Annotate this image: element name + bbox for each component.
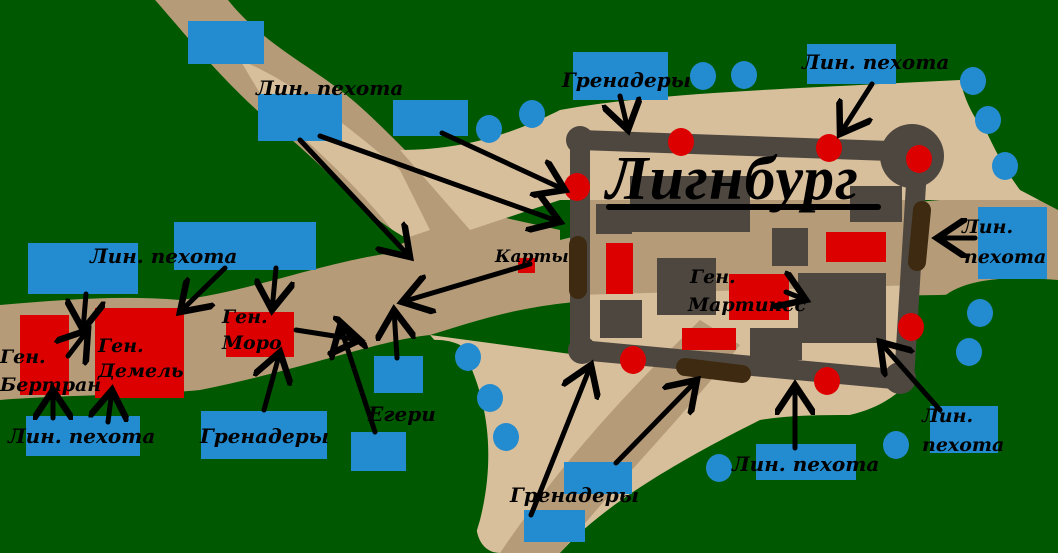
wall-breach-east	[908, 201, 931, 271]
label-grenadiers-bottom: Гренадеры	[510, 483, 640, 507]
allied-unit[interactable]	[393, 100, 468, 136]
allied-unit-line-infantry[interactable]	[807, 44, 896, 84]
allied-unit-jaegers[interactable]	[351, 432, 406, 471]
label-line-infantry-right-2: пехота	[964, 246, 1047, 268]
label-line-infantry-bottomright-2: пехота	[922, 434, 1005, 456]
allied-unit-jaegers[interactable]	[374, 356, 423, 393]
label-gen-moro-2: Моро	[222, 332, 282, 354]
allied-unit-line-infantry[interactable]	[28, 243, 138, 294]
label-grenadiers-top: Гренадеры	[562, 68, 692, 92]
allied-unit-line-infantry[interactable]	[756, 444, 856, 480]
allied-unit-line-infantry[interactable]	[26, 416, 140, 456]
label-line-infantry-bottomright-1: Лин.	[922, 405, 974, 427]
wall-tower-sw	[568, 336, 596, 364]
label-gen-bertran-1: Ген.	[0, 346, 46, 368]
allied-unit-line-infantry[interactable]	[978, 207, 1047, 279]
allied-unit[interactable]	[174, 222, 316, 270]
allied-skirmisher[interactable]	[883, 431, 909, 459]
building	[798, 273, 886, 343]
wall-defender[interactable]	[898, 313, 924, 341]
allied-skirmisher[interactable]	[967, 299, 993, 327]
label-line-infantry-top: Лин. пехота	[256, 76, 404, 100]
city-title: Лигнбург	[606, 145, 860, 213]
allied-skirmisher[interactable]	[975, 106, 1001, 134]
label-cards: Карты	[495, 247, 569, 267]
allied-unit-line-infantry[interactable]	[930, 406, 998, 453]
allied-skirmisher[interactable]	[956, 338, 982, 366]
city-title-underline	[606, 204, 881, 210]
building	[600, 300, 642, 338]
allied-skirmisher[interactable]	[690, 62, 716, 90]
allied-unit[interactable]	[188, 21, 264, 64]
label-gen-martines-2: Мартинес	[688, 294, 807, 316]
enemy-unit-city[interactable]	[606, 243, 633, 294]
road-northwest	[155, 0, 560, 262]
building	[750, 328, 802, 360]
allied-skirmisher[interactable]	[960, 67, 986, 95]
wall-tower-nw	[566, 126, 594, 154]
forest-northeast	[950, 0, 1058, 210]
label-gen-bertran-2: Бертран	[0, 374, 102, 396]
label-jaegers: Егери	[368, 402, 436, 426]
allied-unit[interactable]	[524, 510, 585, 542]
label-gen-moro-1: Ген.	[222, 306, 268, 328]
label-grenadiers-left: Гренадеры	[200, 424, 330, 448]
allied-skirmisher[interactable]	[455, 343, 481, 371]
building	[772, 228, 808, 266]
allied-skirmisher[interactable]	[477, 384, 503, 412]
allied-skirmisher[interactable]	[476, 115, 502, 143]
allied-skirmisher[interactable]	[493, 423, 519, 451]
wall-defender[interactable]	[620, 346, 646, 374]
label-gen-martines-1: Ген.	[690, 266, 736, 288]
wall-tower-se	[884, 362, 916, 394]
allied-unit-grenadiers[interactable]	[201, 411, 327, 459]
enemy-unit-city[interactable]	[826, 232, 886, 262]
allied-skirmisher[interactable]	[992, 152, 1018, 180]
wall-defender[interactable]	[564, 173, 590, 201]
label-line-infantry-left: Лин. пехота	[90, 244, 238, 268]
enemy-unit-gen-demel[interactable]	[95, 308, 184, 398]
label-line-infantry-topright: Лин. пехота	[802, 50, 950, 74]
allied-unit-grenadiers[interactable]	[573, 52, 668, 100]
wall-defender[interactable]	[668, 128, 694, 156]
label-gen-demel-1: Ген.	[98, 335, 144, 357]
building	[657, 258, 716, 315]
label-line-infantry-right-1: Лин.	[962, 216, 1014, 238]
label-line-infantry-bottom: Лин. пехота	[732, 452, 880, 476]
enemy-unit-city[interactable]	[682, 328, 736, 350]
wall-breach-south	[676, 358, 751, 383]
label-line-infantry-bottomleft: Лин. пехота	[8, 424, 156, 448]
allied-skirmisher[interactable]	[731, 61, 757, 89]
allied-unit-line-infantry[interactable]	[258, 94, 342, 141]
wall-defender[interactable]	[906, 145, 932, 173]
allied-skirmisher[interactable]	[519, 100, 545, 128]
wall-defender[interactable]	[814, 367, 840, 395]
allied-skirmisher[interactable]	[706, 454, 732, 482]
label-gen-demel-2: Демель	[98, 360, 184, 382]
